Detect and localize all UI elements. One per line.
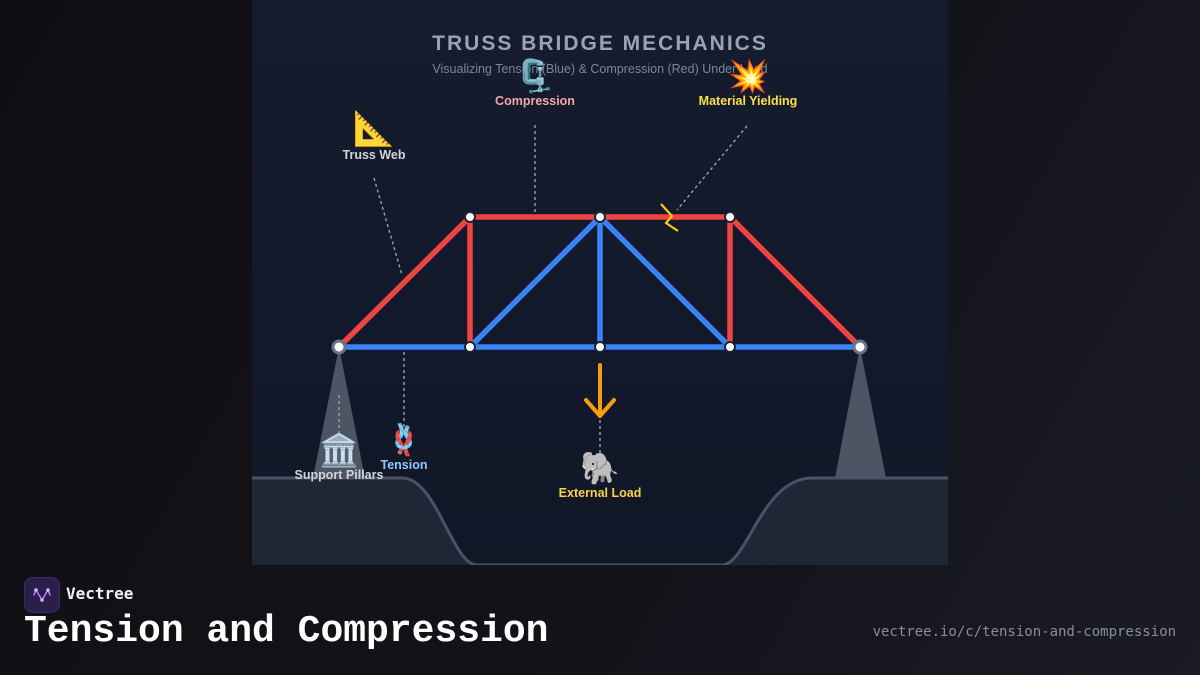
brand-name: Vectree <box>66 584 134 603</box>
leader-lines <box>338 125 748 455</box>
callout-compression: 🗜️ Compression <box>495 60 575 108</box>
tension-members <box>336 214 863 350</box>
collision-icon: 💥 <box>728 57 768 95</box>
diagram-subtitle: Visualizing Tension (Blue) & Compression… <box>432 62 768 76</box>
truss-joints <box>464 211 736 353</box>
callout-support-pillars: 🏛️ Support Pillars <box>295 434 384 482</box>
end-post-right <box>727 214 863 350</box>
classical-building-icon: 🏛️ <box>319 431 359 469</box>
callout-material-yielding: 💥 Material Yielding <box>699 60 798 108</box>
load-arrow <box>584 363 616 418</box>
joint-support-left <box>331 339 347 355</box>
callout-external-load-label: External Load <box>558 486 642 500</box>
diagonal-right <box>597 214 733 350</box>
callout-truss-web-label: Truss Web <box>342 148 406 162</box>
joint-top-center <box>594 211 606 223</box>
callout-truss-web: 📐 Truss Web <box>343 112 406 162</box>
callout-material-yielding-label: Material Yielding <box>698 94 798 108</box>
vectree-logo-icon <box>24 577 60 613</box>
elephant-icon: 🐘 <box>580 449 620 487</box>
joint-bottom-right <box>724 341 736 353</box>
callout-support-pillars-label: Support Pillars <box>294 468 384 482</box>
yield-crack-mark <box>660 203 679 232</box>
support-pillar-right <box>835 347 886 478</box>
end-post-left <box>336 214 473 350</box>
support-joints <box>331 339 868 355</box>
joint-top-right <box>724 211 736 223</box>
knot-icon: 🪢 <box>385 423 423 458</box>
diagram-panel: TRUSS BRIDGE MECHANICS Visualizing Tensi… <box>252 0 948 565</box>
page-title: Tension and Compression <box>24 610 549 653</box>
truss-diagram <box>252 125 948 565</box>
joint-top-left <box>464 211 476 223</box>
clamp-icon: 🗜️ <box>515 57 555 95</box>
callout-tension: 🪢 Tension <box>380 423 428 473</box>
page-url[interactable]: vectree.io/c/tension-and-compression <box>872 624 1176 640</box>
joint-bottom-center <box>594 341 606 353</box>
joint-support-right <box>852 339 868 355</box>
ground-line <box>252 476 948 565</box>
triangle-ruler-icon: 📐 <box>352 109 396 149</box>
diagram-title: TRUSS BRIDGE MECHANICS <box>432 32 768 55</box>
leader-truss-web <box>373 177 403 276</box>
callout-external-load: 🐘 External Load <box>559 452 642 500</box>
diagonal-left <box>467 214 603 350</box>
callout-tension-label: Tension <box>380 458 428 472</box>
support-pillar-left <box>313 347 365 478</box>
callout-compression-label: Compression <box>495 94 575 108</box>
leader-material-yielding <box>676 125 748 211</box>
joint-bottom-left <box>464 341 476 353</box>
